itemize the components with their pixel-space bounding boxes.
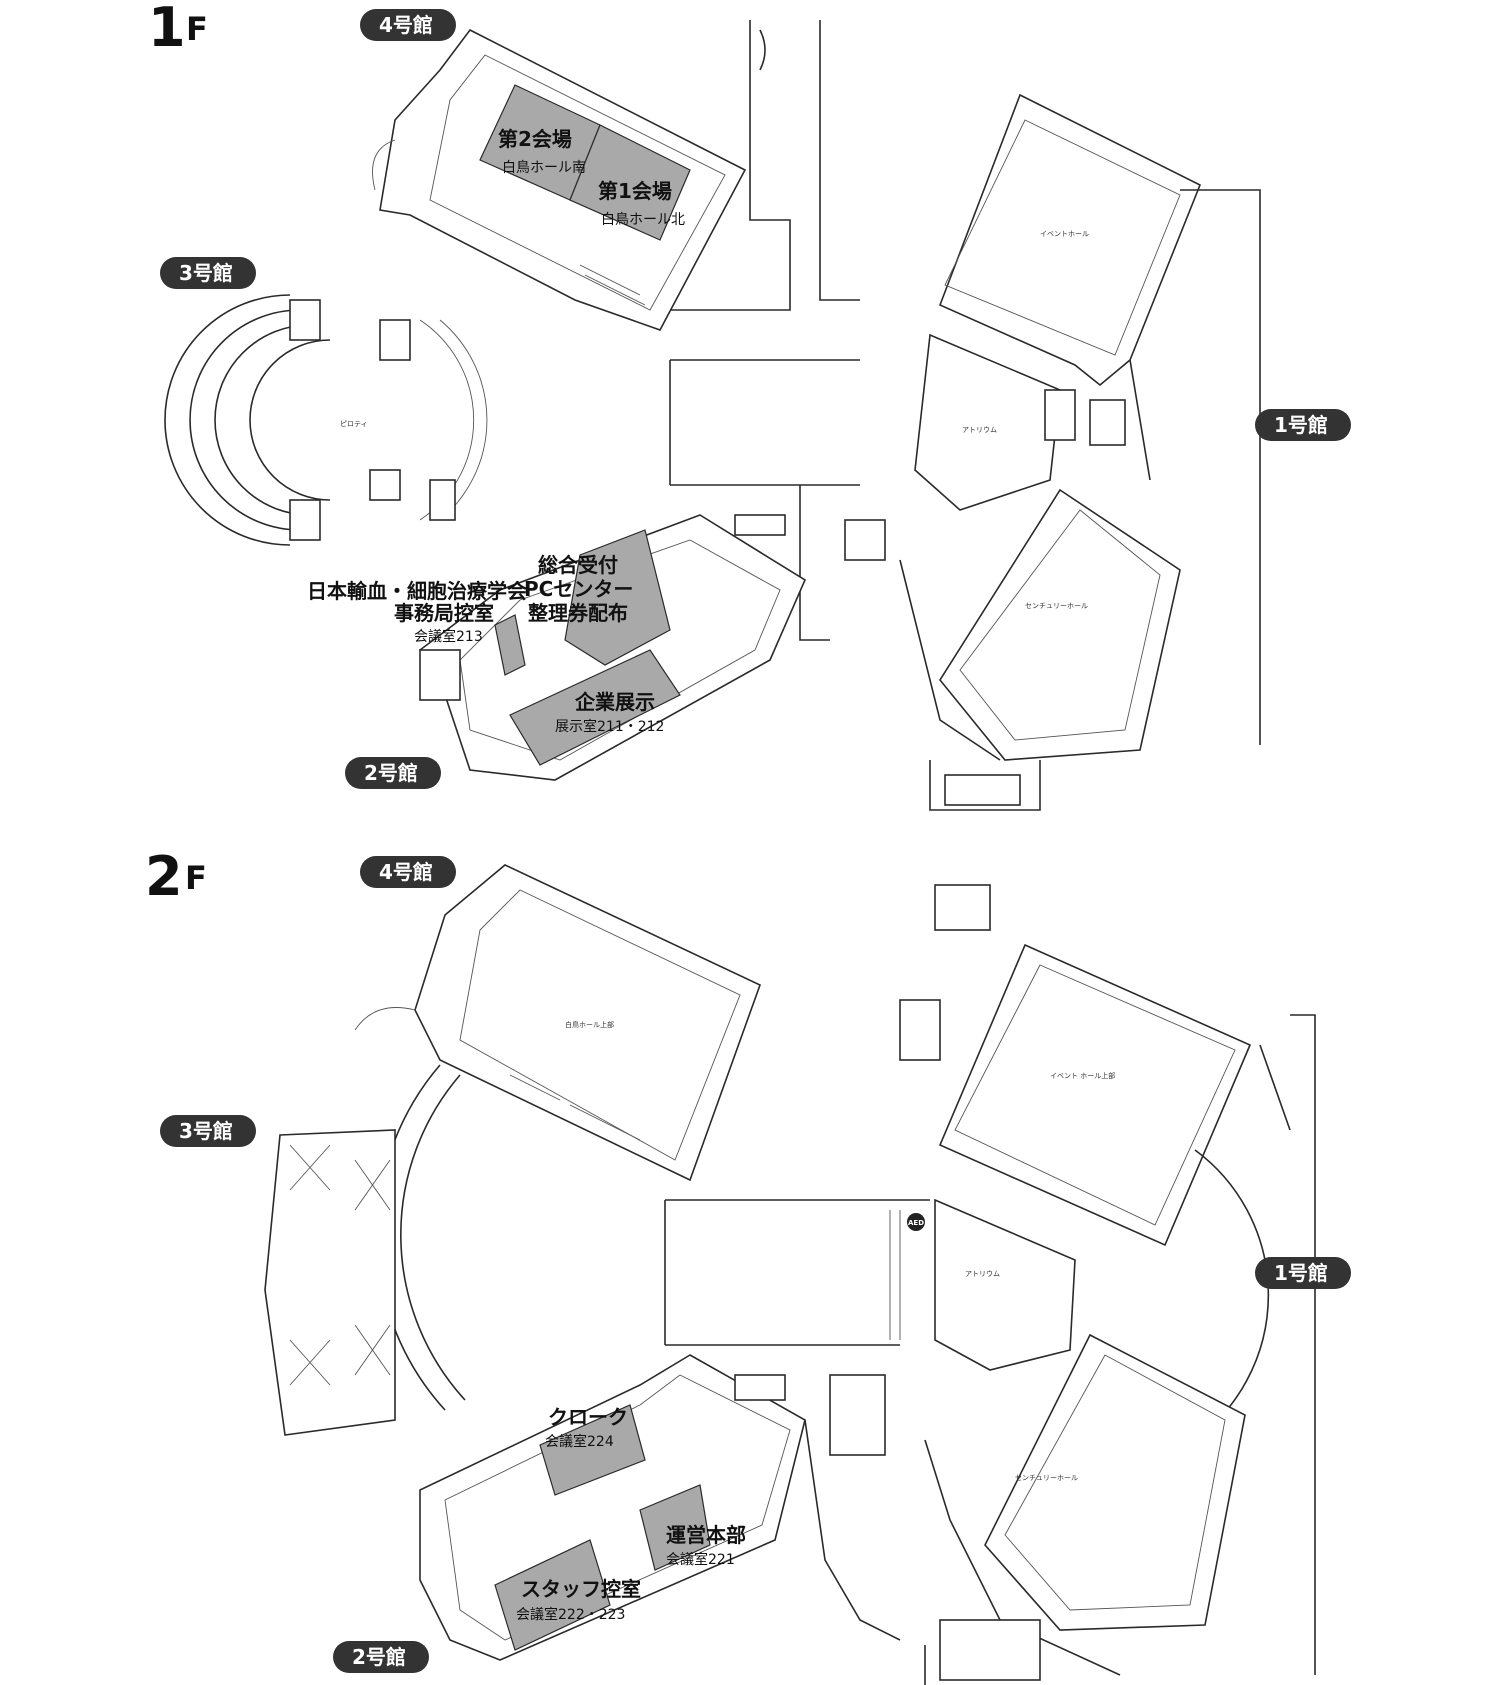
corridor-2f <box>664 1199 930 1346</box>
exhibit-sub: 展示室211・212 <box>555 718 664 735</box>
floor-1f-number: 1 <box>148 0 186 59</box>
building-1-1f-outline <box>899 93 1261 811</box>
staff-title: スタッフ控室 <box>521 1577 641 1601</box>
atrium-label-1f: アトリウム <box>962 426 997 434</box>
reception-line-3: 整理券配布 <box>527 601 628 625</box>
room-staff-222-223 <box>494 1539 611 1651</box>
pill-2-1f: 2号館 <box>345 757 441 789</box>
floor-2f: 2 F 白鳥ホール上部 <box>145 845 1351 1685</box>
floor-2f-number: 2 <box>145 845 183 908</box>
svg-text:2号館: 2号館 <box>364 761 418 785</box>
office-line-2: 事務局控室 <box>394 601 494 625</box>
svg-text:4号館: 4号館 <box>379 860 433 884</box>
floor-1f-suffix: F <box>186 10 208 48</box>
hall-2-sub: 白鳥ホール南 <box>502 160 586 176</box>
room-hq-221 <box>639 1484 711 1571</box>
pill-4-2f: 4号館 <box>360 856 456 888</box>
office-sub: 会議室213 <box>414 628 483 645</box>
svg-text:AED: AED <box>908 1219 924 1227</box>
hall-1-sub: 白鳥ホール北 <box>601 212 685 228</box>
svg-text:3号館: 3号館 <box>179 261 233 285</box>
building-1-2f-outline <box>899 884 1316 1685</box>
office-line-1: 日本輸血・細胞治療学会 <box>307 579 527 603</box>
hakucho-upper-label: 白鳥ホール上部 <box>565 1020 614 1029</box>
pill-1-2f: 1号館 <box>1255 1257 1351 1289</box>
building-3-2f-outline <box>264 1064 466 1436</box>
reception-line-2: PCセンター <box>524 577 633 601</box>
reception-line-1: 総合受付 <box>538 553 618 577</box>
hall-1-title: 第1会場 <box>598 179 672 203</box>
event-upper-label: イベント ホール上部 <box>1050 1071 1115 1080</box>
century-hall-label-1f: センチュリーホール <box>1025 602 1088 610</box>
piloti-label-1f: ピロティ <box>340 420 368 428</box>
cloak-sub: 会議室224 <box>545 1433 614 1450</box>
atrium-label-2f: アトリウム <box>965 1270 1000 1278</box>
room-hall-1 <box>569 124 691 241</box>
building-4-2f-outline <box>354 864 761 1182</box>
pill-1-1f: 1号館 <box>1255 409 1351 441</box>
room-exhibit <box>509 649 681 766</box>
pill-2-2f: 2号館 <box>333 1641 429 1673</box>
svg-text:1号館: 1号館 <box>1274 1261 1328 1285</box>
floor-2f-suffix: F <box>185 859 207 897</box>
hq-sub: 会議室221 <box>666 1551 735 1568</box>
hq-title: 運営本部 <box>666 1523 746 1547</box>
room-office-213 <box>494 614 526 676</box>
corridor-1f <box>669 20 860 641</box>
pill-3-1f: 3号館 <box>160 257 256 289</box>
svg-text:3号館: 3号館 <box>179 1119 233 1143</box>
exhibit-title: 企業展示 <box>574 690 655 714</box>
svg-text:1号館: 1号館 <box>1274 413 1328 437</box>
hall-2-title: 第2会場 <box>498 127 572 151</box>
svg-text:2号館: 2号館 <box>352 1645 406 1669</box>
floor-1f: 1 F 第2会場 白鳥ホール南 第1会場 白鳥ホール北 <box>148 0 1351 811</box>
svg-text:4号館: 4号館 <box>379 13 433 37</box>
pill-4-1f: 4号館 <box>360 9 456 41</box>
room-reception <box>564 529 671 666</box>
cloak-title: クローク <box>548 1405 628 1429</box>
building-3-1f-outline <box>164 294 488 546</box>
event-hall-label-1f: イベントホール <box>1040 230 1089 238</box>
century-hall-label-2f: センチュリーホール <box>1015 1474 1078 1482</box>
room-cloak-224 <box>539 1404 646 1496</box>
building-2-1f-outline <box>418 514 886 781</box>
staff-sub: 会議室222・223 <box>516 1606 625 1623</box>
aed-marker: AED <box>907 1213 925 1231</box>
pill-3-2f: 3号館 <box>160 1115 256 1147</box>
